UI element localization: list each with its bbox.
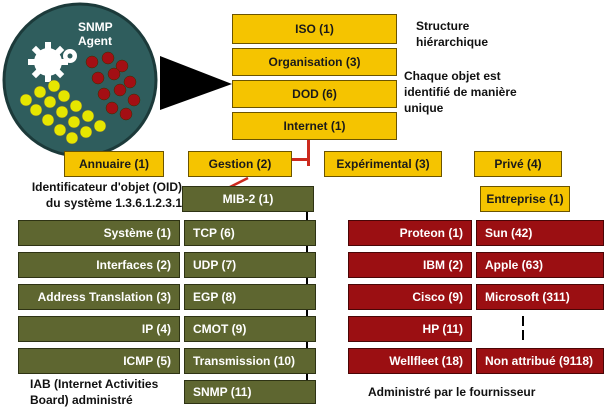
mib-item-icmp: ICMP (5) xyxy=(18,348,180,374)
node-mib2: MIB-2 (1) xyxy=(182,186,314,212)
note-iab: IAB (Internet Activities Board) administ… xyxy=(30,377,159,407)
note-oid: Identificateur d'objet (OID) du système … xyxy=(31,180,182,210)
vendor-proteon: Proteon (1) xyxy=(348,220,472,246)
gear-icon xyxy=(28,42,68,82)
node-organisation: Organisation (3) xyxy=(232,48,397,76)
yellow-dots xyxy=(19,79,107,145)
node-gestion: Gestion (2) xyxy=(188,151,292,177)
vendor-non-attribue: Non attribué (9118) xyxy=(476,348,604,374)
snmp-agent-graphic xyxy=(2,2,232,158)
mib-item-cmot: CMOT (9) xyxy=(184,316,316,342)
note-structure: Structure hiérarchique xyxy=(416,19,489,49)
mib-item-address-translation: Address Translation (3) xyxy=(18,284,180,310)
mib-item-ip: IP (4) xyxy=(18,316,180,342)
connector-internet-down xyxy=(307,140,310,166)
vendor-apple: Apple (63) xyxy=(476,252,604,278)
note-unique: Chaque objet est identifié de manière un… xyxy=(404,69,517,115)
vendor-cisco: Cisco (9) xyxy=(348,284,472,310)
vendor-ellipsis-dash-bottom xyxy=(522,330,524,340)
vendor-ellipsis-dash-top xyxy=(522,316,524,326)
mib-item-interfaces: Interfaces (2) xyxy=(18,252,180,278)
gear-small-icon xyxy=(63,49,77,63)
mib-item-udp: UDP (7) xyxy=(184,252,316,278)
agent-label: SNMP Agent xyxy=(78,20,113,48)
node-annuaire: Annuaire (1) xyxy=(64,151,164,177)
vendor-wellfleet: Wellfleet (18) xyxy=(348,348,472,374)
connector-gestion xyxy=(292,158,308,161)
vendor-ibm: IBM (2) xyxy=(348,252,472,278)
mib-item-transmission: Transmission (10) xyxy=(184,348,316,374)
mib-item-egp: EGP (8) xyxy=(184,284,316,310)
node-dod: DOD (6) xyxy=(232,80,397,108)
mib-item-systeme: Système (1) xyxy=(18,220,180,246)
pointer-arrow xyxy=(160,56,232,110)
vendor-hp: HP (11) xyxy=(348,316,472,342)
note-vendor: Administré par le fournisseur xyxy=(368,385,536,399)
node-entreprise: Entreprise (1) xyxy=(480,186,570,212)
node-internet: Internet (1) xyxy=(232,112,397,140)
node-iso: ISO (1) xyxy=(232,14,397,44)
node-experimental: Expérimental (3) xyxy=(324,151,442,177)
vendor-microsoft: Microsoft (311) xyxy=(476,284,604,310)
mib-item-tcp: TCP (6) xyxy=(184,220,316,246)
node-prive: Privé (4) xyxy=(474,151,562,177)
red-dots xyxy=(85,51,141,121)
vendor-sun: Sun (42) xyxy=(476,220,604,246)
mib-item-snmp: SNMP (11) xyxy=(184,380,316,404)
